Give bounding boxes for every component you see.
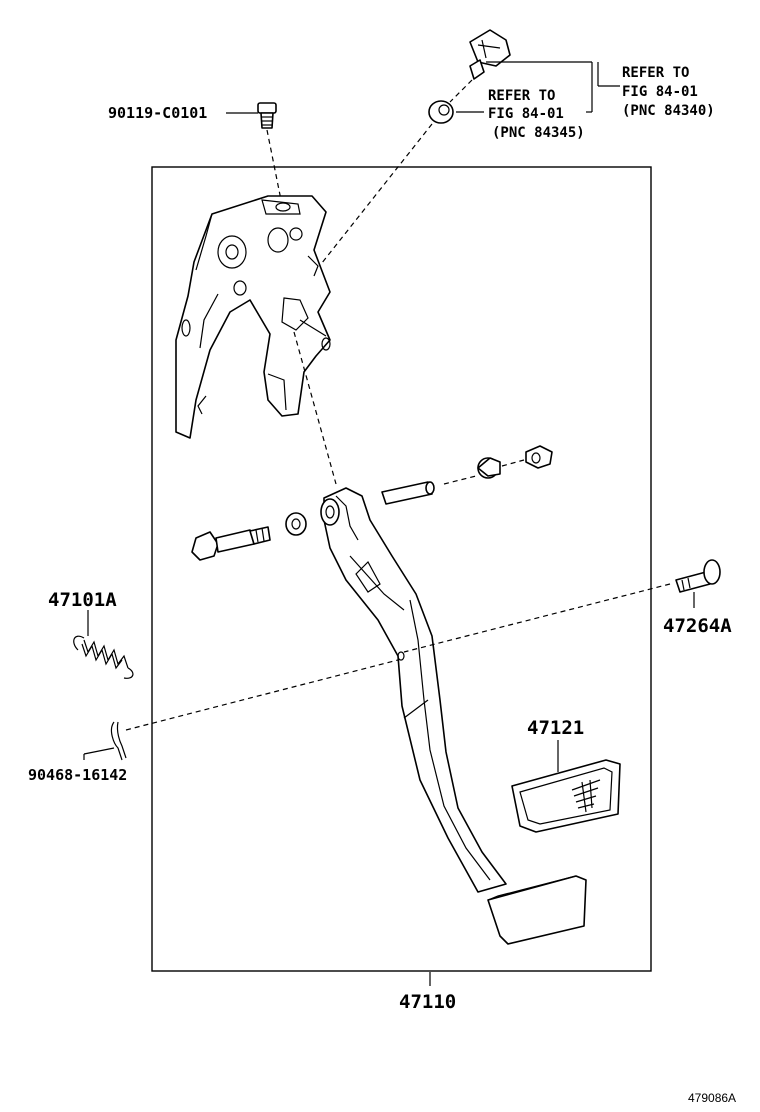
bolt-part (257, 102, 277, 129)
bushing-part (285, 512, 307, 536)
label-bolt: 90119-C0101 (108, 104, 207, 122)
label-refer-a-2: FIG 84-01 (488, 106, 564, 122)
pedal-pad-on-arm (487, 875, 587, 945)
bushing-part-2 (477, 457, 501, 479)
pin-part (675, 559, 721, 593)
cushion-part (428, 100, 454, 124)
spring-part (73, 635, 134, 679)
label-refer-b-3: (PNC 84340) (622, 103, 715, 119)
label-refer-b-2: FIG 84-01 (622, 84, 698, 100)
label-refer-a-1: REFER TO (488, 88, 555, 104)
nut-part (525, 445, 553, 469)
pedal-bracket-part (175, 195, 331, 439)
label-spring: 47101A (48, 589, 117, 611)
label-refer-b-1: REFER TO (622, 65, 689, 81)
label-refer-a-3: (PNC 84345) (492, 125, 585, 141)
pedal-pad-part (511, 759, 621, 833)
pivot-bolt-part (191, 526, 271, 561)
label-pedal-pad: 47121 (527, 717, 584, 739)
label-clip: 90468-16142 (28, 766, 127, 784)
stop-lamp-switch-part (469, 29, 511, 80)
label-pin: 47264A (663, 615, 732, 637)
label-pedal-assy: 47110 (399, 991, 456, 1013)
clip-part (110, 721, 127, 761)
collar-part (381, 481, 435, 505)
assembly-frame (151, 166, 652, 972)
figure-id: 479086A (688, 1091, 736, 1105)
pedal-arm-part (320, 487, 507, 893)
